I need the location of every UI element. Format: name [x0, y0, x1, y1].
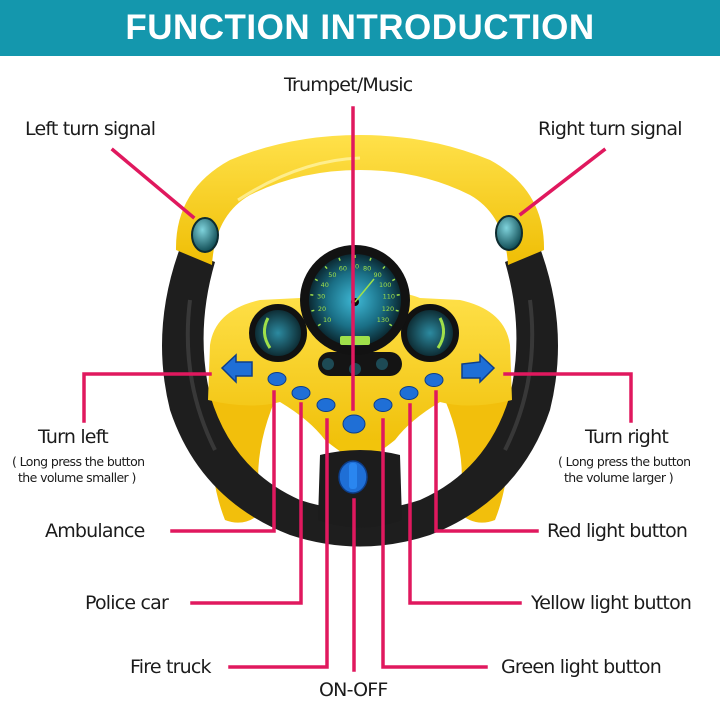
indicator-strip — [318, 352, 402, 376]
leader-yellow-light — [408, 403, 522, 605]
speedometer-tick — [395, 309, 399, 312]
speedometer-tick — [382, 265, 386, 270]
leader-turn-right — [503, 372, 633, 423]
speedometer-tick-label: 120 — [382, 305, 394, 313]
speedometer-tick-label: 110 — [383, 293, 395, 301]
grip-highlight — [185, 299, 217, 451]
left-gauge — [249, 304, 307, 362]
speedometer-tick — [369, 257, 372, 261]
speedometer-tick — [324, 265, 328, 270]
label-police-car: Police car — [85, 592, 169, 614]
green-light-button-control[interactable] — [373, 398, 393, 412]
label-turn-left-note: ( Long press the button the volume small… — [12, 454, 145, 485]
rim-highlight — [237, 156, 361, 202]
police-car-button[interactable] — [291, 386, 311, 400]
leader-left-turn-signal — [110, 147, 196, 220]
wheel-grip-black — [162, 248, 558, 547]
label-left-turn-signal: Left turn signal — [25, 118, 156, 140]
page-title: FUNCTION INTRODUCTION — [125, 8, 595, 47]
speedometer-tick — [314, 278, 319, 282]
label-turn-left: Turn left — [38, 426, 109, 448]
ambulance-button[interactable] — [267, 372, 287, 386]
leader-lines — [82, 106, 633, 672]
label-fire-truck: Fire truck — [130, 656, 212, 678]
speedometer-tick — [388, 323, 393, 327]
speedometer-tick-label: 100 — [379, 281, 391, 289]
turn-left-note-line-1: ( Long press the button — [12, 454, 145, 469]
header-banner: FUNCTION INTRODUCTION — [0, 0, 720, 56]
speedometer-tick-label: 70 — [351, 263, 359, 271]
speedometer-tick-label: 60 — [339, 265, 347, 273]
speedometer-tick-label: 40 — [321, 281, 329, 289]
fire-truck-button[interactable] — [316, 398, 336, 412]
speedometer-tick-label: 10 — [323, 316, 331, 324]
label-right-turn-signal: Right turn signal — [538, 118, 683, 140]
label-green-light-button: Green light button — [501, 656, 662, 678]
speedometer-needle — [354, 278, 375, 303]
label-on-off: ON-OFF — [319, 679, 388, 701]
on-off-knob-grip — [349, 463, 357, 489]
speedometer-display — [340, 336, 370, 345]
turn-left-button[interactable] — [220, 353, 253, 384]
speedometer-tick-label: 90 — [373, 271, 381, 279]
speedometer-tick-label: 50 — [328, 271, 336, 279]
label-turn-right-note: ( Long press the button the volume large… — [558, 454, 691, 485]
speedometer-tick-label: 130 — [377, 316, 389, 324]
speedometer-tick-label: 80 — [363, 265, 371, 273]
turn-right-note-line-1: ( Long press the button — [558, 454, 691, 469]
speedometer-tick-label: 30 — [317, 293, 325, 301]
speedometer-tick-label: 20 — [318, 305, 326, 313]
leader-green-light — [381, 418, 488, 669]
label-turn-right: Turn right — [585, 426, 669, 448]
speedometer-tick — [311, 309, 315, 312]
turn-left-note-line-2: the volume smaller ) — [18, 469, 136, 485]
indicator-light — [322, 358, 334, 370]
leader-red-light — [434, 390, 539, 533]
red-light-button-control[interactable] — [424, 373, 444, 387]
indicator-light — [349, 363, 361, 375]
speedometer-tick — [391, 278, 396, 282]
label-ambulance: Ambulance — [45, 520, 145, 542]
right-gauge-arc — [436, 317, 445, 349]
label-trumpet-music: Trumpet/Music — [284, 74, 413, 96]
leader-ambulance — [170, 390, 276, 533]
indicator-light — [376, 358, 388, 370]
leader-police-car — [190, 402, 303, 605]
speedometer-tick — [317, 323, 322, 327]
wheel-rim-yellow — [175, 135, 545, 265]
trumpet-music-button[interactable] — [342, 414, 366, 434]
yellow-light-button-control[interactable] — [399, 386, 419, 400]
turn-right-note-line-2: the volume larger ) — [564, 469, 674, 485]
left-gauge-arc — [263, 317, 272, 349]
turn-right-button[interactable] — [461, 353, 496, 384]
right-turn-signal-light — [495, 215, 523, 251]
right-gauge — [401, 304, 459, 362]
speedometer-tick — [338, 257, 341, 261]
grip-highlight — [503, 299, 535, 451]
label-yellow-light-button: Yellow light button — [531, 592, 692, 614]
label-red-light-button: Red light button — [547, 520, 688, 542]
leader-fire-truck — [228, 418, 329, 669]
leader-right-turn-signal — [518, 147, 607, 217]
left-turn-signal-light — [191, 217, 219, 253]
leader-turn-left — [82, 372, 212, 423]
